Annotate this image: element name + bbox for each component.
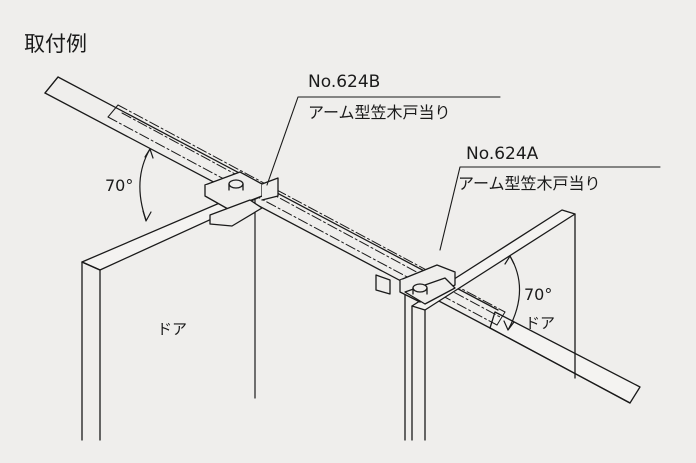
door-left-panel [81,189,263,441]
page-title: 取付例 [24,32,87,56]
door-right-label: ドア [525,314,556,332]
leader-lines [266,96,661,251]
callout-a-model: No.624A [466,144,539,164]
door-stop-624a [375,264,456,305]
angle-right-label: 70° [524,285,553,304]
rail-ends [107,104,506,326]
door-left-label: ドア [157,320,188,338]
callout-b-model: No.624B [308,72,381,92]
door-stop-624b [204,171,279,227]
callout-a-name: アーム型笠木戸当り [458,174,601,193]
angle-left-label: 70° [105,176,134,195]
callout-b-name: アーム型笠木戸当り [308,103,451,122]
angle-arcs [139,148,521,331]
frame-rail [44,76,641,404]
